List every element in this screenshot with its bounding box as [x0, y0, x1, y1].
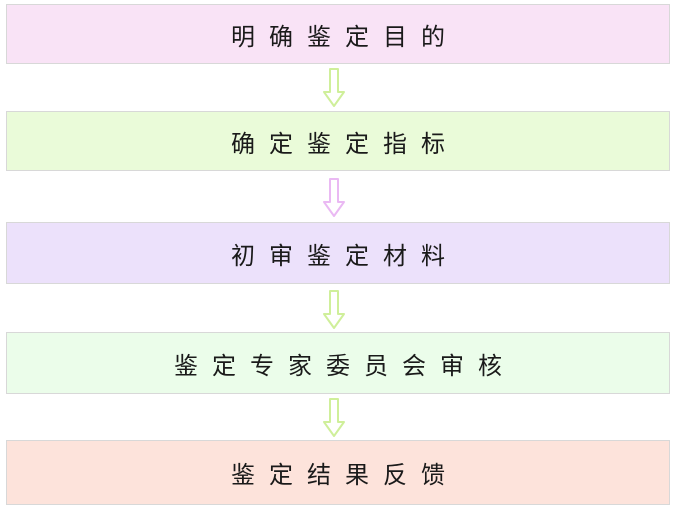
- step-label: 确定鉴定指标: [231, 129, 459, 158]
- step-clarify-purpose: 明确鉴定目的: [6, 4, 670, 64]
- step-committee-review: 鉴定专家委员会审核: [6, 332, 670, 394]
- down-arrow-icon: [323, 398, 345, 437]
- step-result-feedback: 鉴定结果反馈: [6, 440, 670, 505]
- step-label: 鉴定结果反馈: [231, 461, 459, 489]
- step-define-indicators: 确定鉴定指标: [6, 111, 670, 171]
- down-arrow-icon: [323, 68, 345, 107]
- step-label: 初审鉴定材料: [231, 241, 459, 270]
- down-arrow-icon: [323, 178, 345, 217]
- step-label: 明确鉴定目的: [231, 22, 459, 51]
- step-label: 鉴定专家委员会审核: [174, 351, 516, 380]
- step-preliminary-review: 初审鉴定材料: [6, 222, 670, 284]
- down-arrow-icon: [323, 290, 345, 329]
